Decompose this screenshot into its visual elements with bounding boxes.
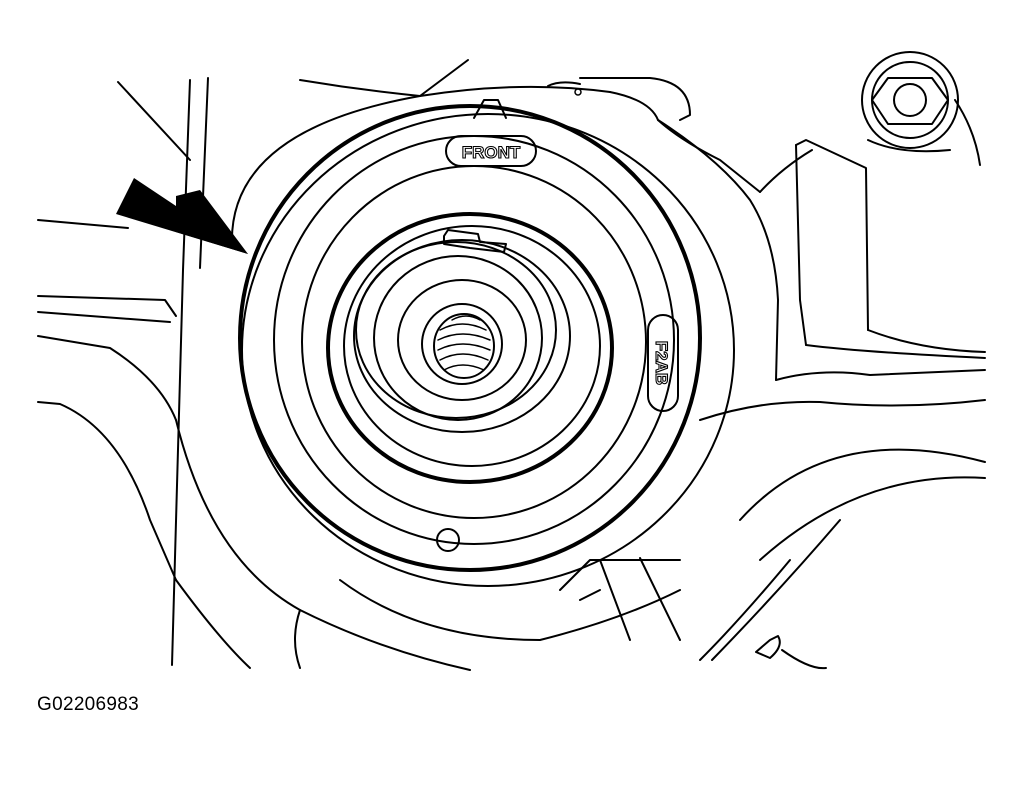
shock-tower-body (37, 59, 986, 671)
front-label-text: FRONT (462, 143, 521, 162)
part-code-label-text: F2AB (652, 341, 671, 385)
pointer-arrow (116, 178, 248, 254)
figure-id: G02206983 (37, 694, 140, 715)
front-label: FRONT (445, 135, 537, 167)
part-code-label: F2AB (647, 314, 679, 412)
bolt-head (861, 51, 981, 166)
